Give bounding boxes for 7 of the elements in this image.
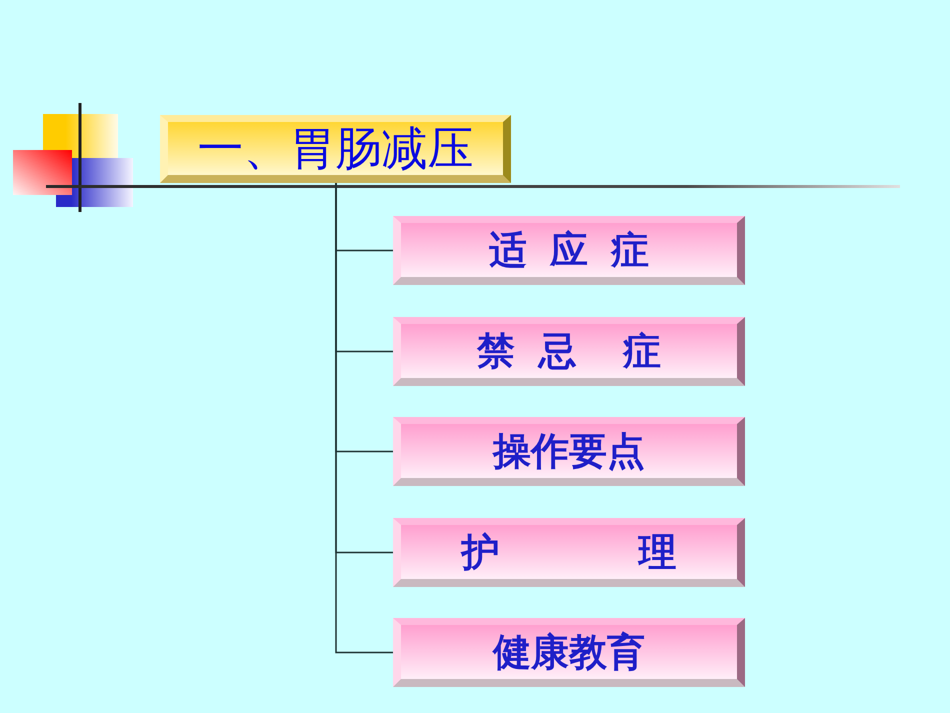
topic-box: 操作要点 — [393, 417, 745, 486]
topic-box: 健康教育 — [393, 618, 745, 687]
title-banner: 一、胃肠减压 — [160, 115, 511, 183]
connector-line — [335, 183, 393, 654]
topic-box: 适 应 症 — [393, 216, 745, 285]
topic-box: 护 理 — [393, 518, 745, 587]
topic-box: 禁 忌 症 — [393, 317, 745, 386]
